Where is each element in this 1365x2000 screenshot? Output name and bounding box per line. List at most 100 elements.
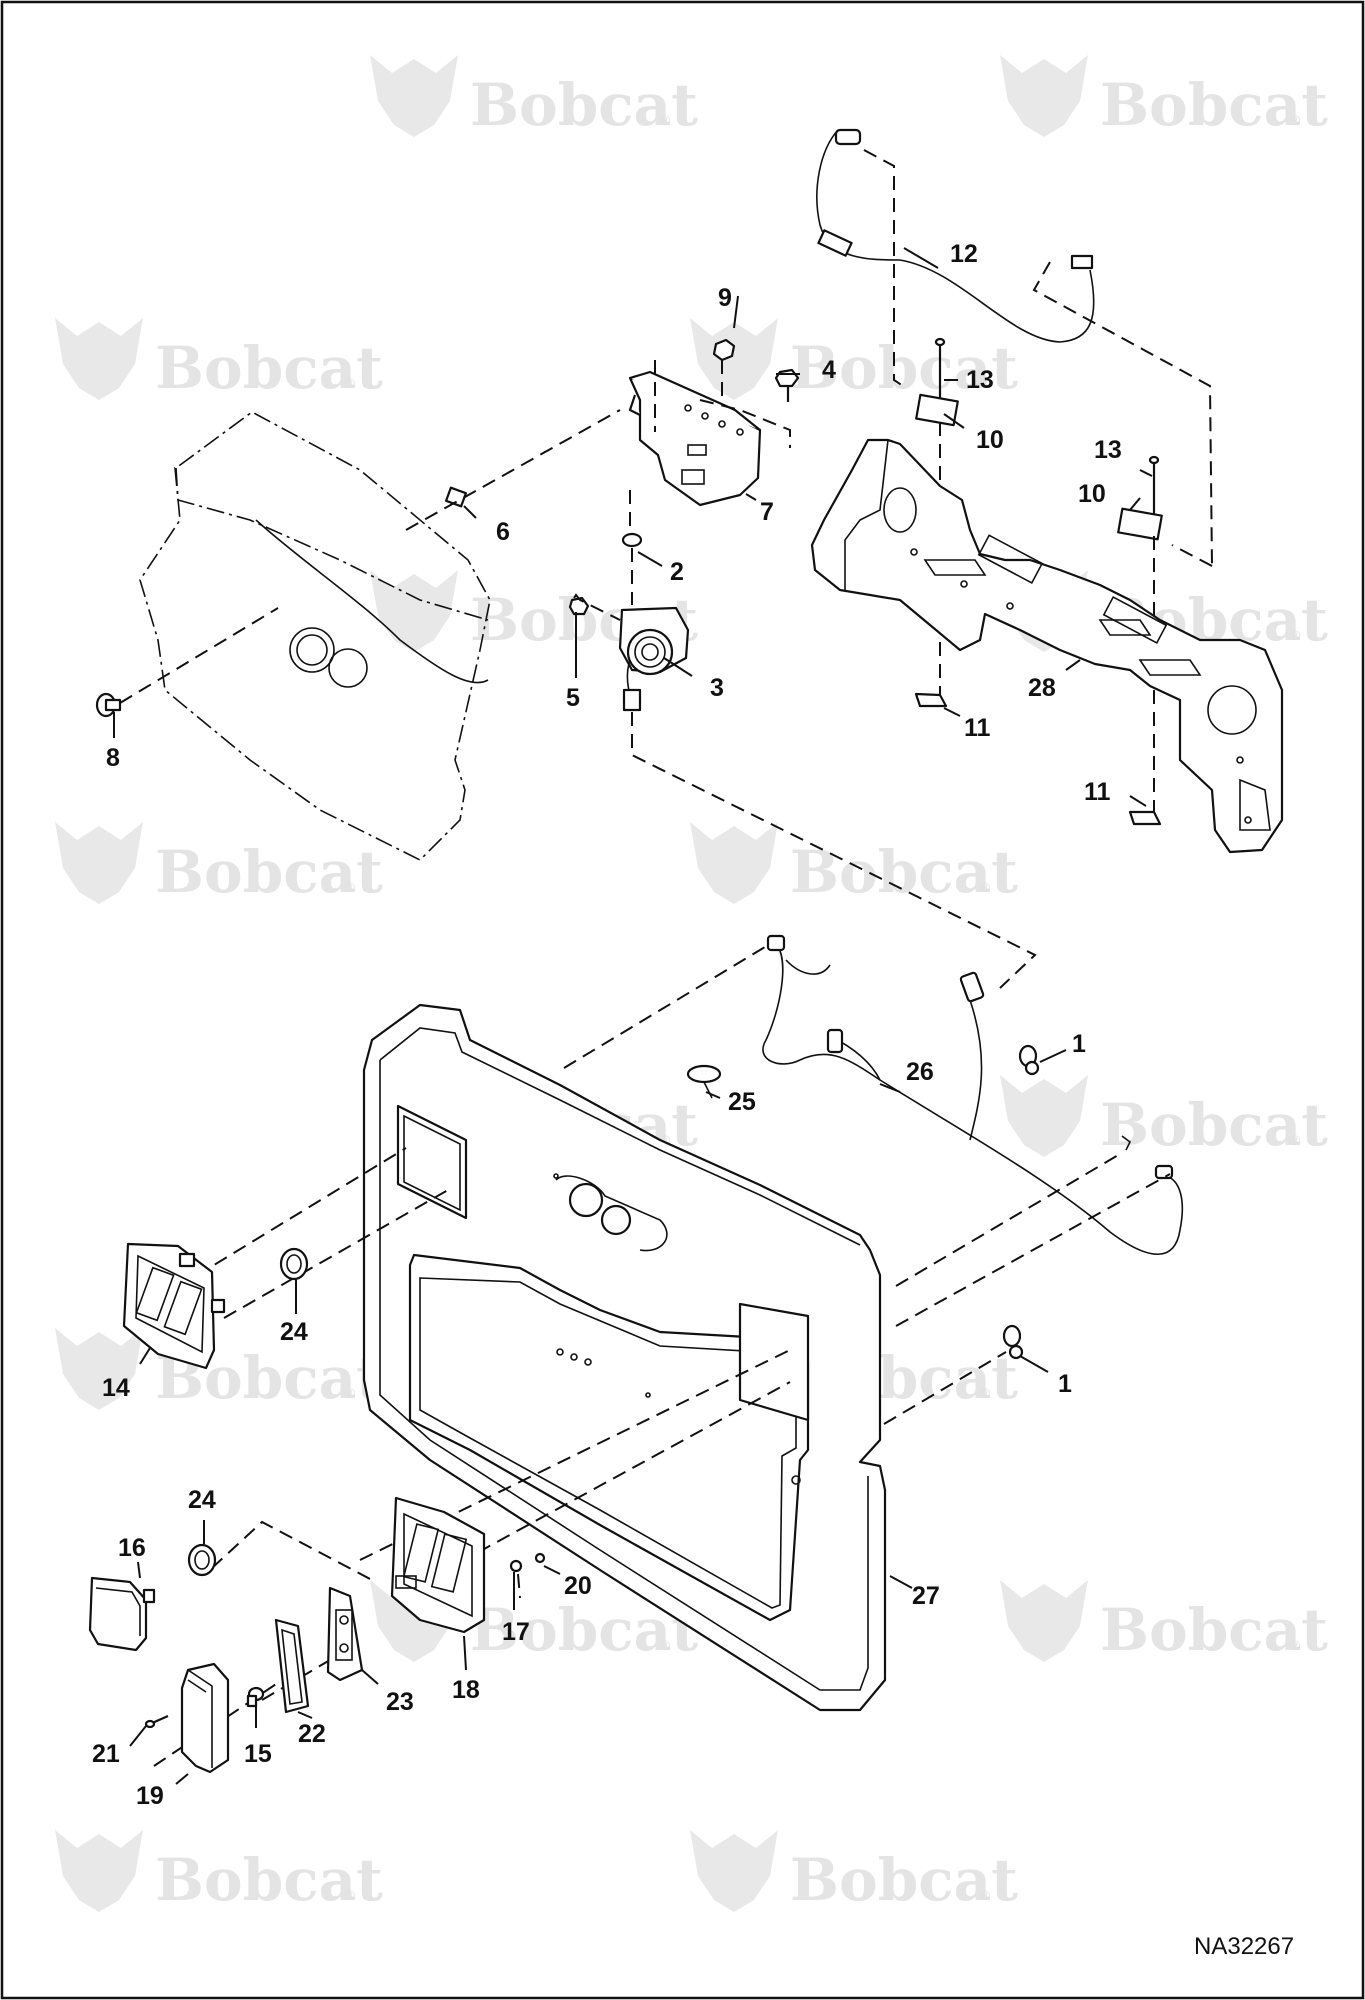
bobcat-watermark: Bobcat® (55, 1830, 383, 1914)
callout-18: 18 (452, 1676, 480, 1704)
bobcat-logo-icon (690, 822, 778, 904)
callout-27: 27 (912, 1582, 940, 1610)
watermark-reg-mark: ® (660, 1132, 671, 1148)
callout-11b: 11 (1084, 778, 1111, 806)
bobcat-logo-icon (55, 822, 143, 904)
part-16-lamp (88, 1576, 156, 1652)
bobcat-watermark: Bobcat® (1000, 1075, 1328, 1159)
callout-5: 5 (566, 684, 580, 712)
part-26-harness (762, 934, 1184, 1255)
part-22-gasket (274, 1618, 310, 1714)
part-3-alarm (618, 606, 690, 712)
part-24a-ring (279, 1247, 309, 1281)
part-9-nut (712, 338, 736, 362)
callout-9: 9 (718, 284, 732, 312)
callout-4: 4 (822, 356, 836, 384)
callout-17: 17 (502, 1618, 530, 1646)
callout-26: 26 (906, 1058, 934, 1086)
part-18-switch (390, 1496, 486, 1634)
part-5-nut (568, 596, 590, 616)
part-6-clip (444, 486, 468, 508)
bobcat-logo-icon (1000, 55, 1088, 137)
bobcat-watermark: Bobcat® (690, 1830, 1018, 1914)
leader-lines (113, 247, 1153, 1785)
part-1b-clip (1002, 1324, 1024, 1360)
callout-12: 12 (950, 240, 978, 268)
callout-20: 20 (564, 1572, 592, 1600)
callout-11a: 11 (964, 714, 991, 742)
callout-1b: 1 (1058, 1370, 1072, 1398)
bobcat-watermark: Bobcat® (1000, 55, 1328, 139)
part-28-mounting-frame (810, 438, 1284, 854)
watermark-text: Bobcat (155, 838, 383, 906)
part-23-plate (326, 1586, 364, 1682)
watermark-reg-mark: ® (1290, 1132, 1301, 1148)
callout-2: 2 (670, 558, 684, 586)
watermark-reg-mark: ® (980, 375, 991, 391)
callout-10b: 10 (1078, 480, 1106, 508)
watermark-reg-mark: ® (1290, 627, 1301, 643)
drawing-code: NA32267 (1194, 1933, 1294, 1960)
bobcat-logo-icon (690, 1830, 778, 1912)
dash-panel-section (139, 411, 491, 861)
watermark-reg-mark: ® (345, 375, 356, 391)
callout-6: 6 (496, 518, 510, 546)
callout-13a: 13 (966, 366, 994, 394)
callout-1a: 1 (1072, 1030, 1086, 1058)
watermark-reg-mark: ® (660, 1637, 671, 1653)
part-24b-ring (187, 1543, 217, 1577)
callout-labels: 1 1 2 3 4 5 6 7 8 9 10 10 11 11 12 13 13… (92, 240, 1122, 1810)
bobcat-watermark: Bobcat® (690, 822, 1018, 906)
watermark-reg-mark: ® (345, 879, 356, 895)
part-11b-clip (1128, 810, 1162, 826)
part-10b-clip (1117, 507, 1163, 541)
part-20-screw (534, 1552, 546, 1564)
bobcat-watermark: Bobcat® (370, 55, 698, 139)
part-21-screw (144, 1714, 169, 1729)
watermark-reg-mark: ® (980, 879, 991, 895)
callout-19: 19 (136, 1782, 164, 1810)
bobcat-watermark: Bobcat® (1000, 1580, 1328, 1664)
watermark-reg-mark: ® (345, 1887, 356, 1903)
part-17-washer (509, 1559, 523, 1573)
part-10a-clip (915, 393, 959, 427)
watermark-reg-mark: ® (1290, 112, 1301, 128)
part-15-bulb (246, 1686, 265, 1708)
part-1a-clip (1018, 1044, 1040, 1076)
callout-15: 15 (244, 1740, 272, 1768)
watermark-text: Bobcat (155, 1846, 383, 1914)
part-19-lens (180, 1662, 230, 1774)
bobcat-watermark: Bobcat® (690, 318, 1018, 402)
callout-24b: 24 (188, 1486, 216, 1514)
watermark-reg-mark: ® (345, 1385, 356, 1401)
watermark-text: Bobcat (1100, 71, 1328, 139)
part-14-switch (122, 1242, 226, 1370)
part-25-clip (686, 1064, 722, 1099)
watermark-reg-mark: ® (980, 1887, 991, 1903)
bobcat-logo-icon (55, 318, 143, 400)
callout-14: 14 (102, 1374, 130, 1402)
callout-3: 3 (710, 674, 724, 702)
callout-10a: 10 (976, 426, 1004, 454)
callout-22: 22 (298, 1720, 326, 1748)
watermark-text: Bobcat (1100, 1596, 1328, 1664)
watermark-text: Bobcat (790, 334, 1018, 402)
watermark-text: Bobcat (790, 1846, 1018, 1914)
watermark-text: Bobcat (470, 71, 698, 139)
part-7-bracket (628, 370, 762, 507)
callout-7: 7 (760, 498, 774, 526)
part-11a-clip (914, 692, 948, 708)
callout-21: 21 (92, 1740, 120, 1768)
watermark-text: Bobcat (790, 838, 1018, 906)
part-2-grommet (621, 532, 643, 548)
watermark-reg-mark: ® (660, 112, 671, 128)
watermark-text: Bobcat (1100, 1091, 1328, 1159)
bobcat-watermark: Bobcat® (55, 822, 383, 906)
watermark-text: Bobcat (155, 334, 383, 402)
callout-23: 23 (386, 1688, 414, 1716)
part-8-screw (95, 692, 122, 718)
part-12-harness (816, 128, 1095, 343)
watermark-reg-mark: ® (980, 1385, 991, 1401)
